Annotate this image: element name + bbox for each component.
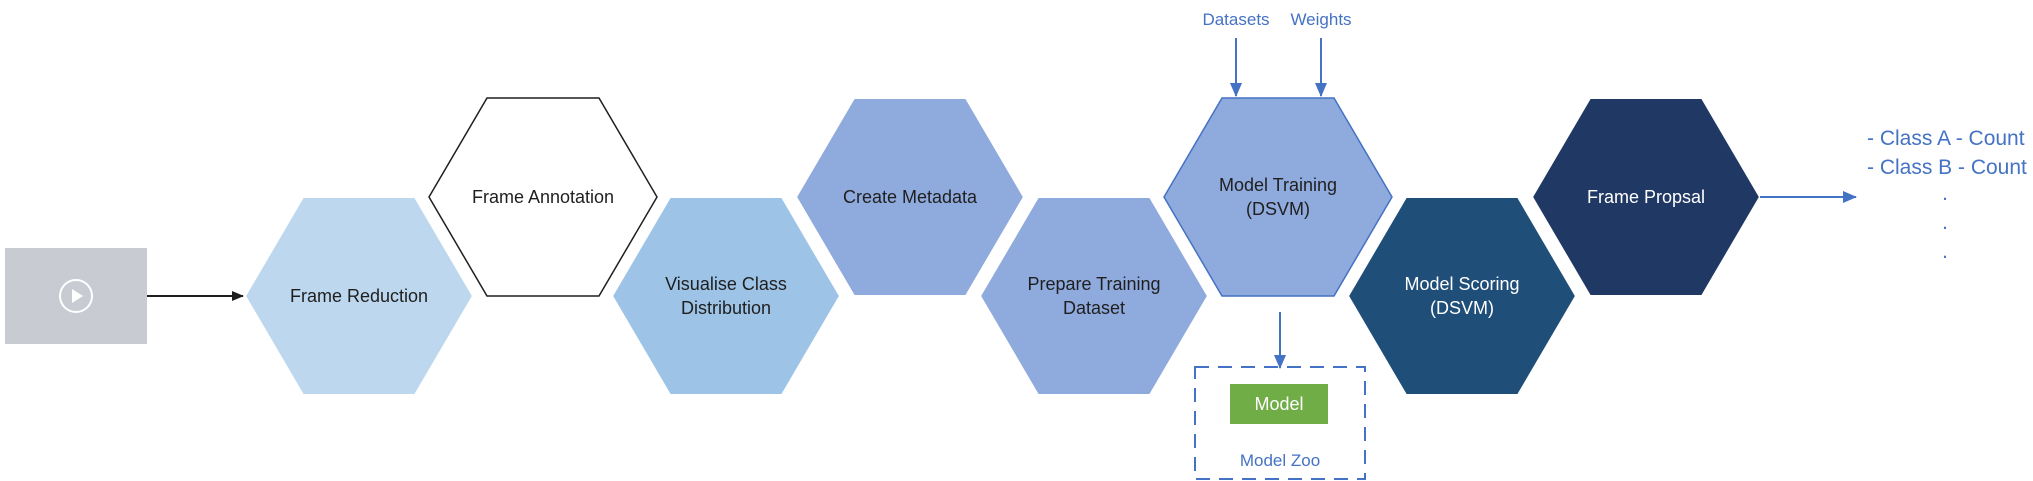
output-dot-2: . [1942, 211, 1948, 234]
model-label: Model [1254, 394, 1303, 414]
model-zoo-label: Model Zoo [1240, 451, 1320, 470]
prepare-training-label-line2: Dataset [1063, 298, 1125, 318]
hex-create-metadata: Create Metadata [794, 97, 1026, 297]
hex-model-scoring: Model Scoring (DSVM) [1346, 196, 1578, 396]
visualise-class-label-line1: Visualise Class [665, 274, 787, 294]
play-icon [59, 279, 93, 313]
output-dot-3: . [1942, 240, 1948, 263]
frame-annotation-label: Frame Annotation [472, 187, 614, 207]
model-training-label-line2: (DSVM) [1246, 199, 1310, 219]
video-input [5, 248, 147, 344]
model-training-label-line1: Model Training [1219, 175, 1337, 195]
hex-visualise-class-distribution: Visualise Class Distribution [610, 196, 842, 396]
prepare-training-label-line1: Prepare Training [1027, 274, 1160, 294]
model-scoring-label-line1: Model Scoring [1404, 274, 1519, 294]
hex-prepare-training-dataset: Prepare Training Dataset [978, 196, 1210, 396]
hex-frame-proposal: Frame Propsal [1530, 97, 1762, 297]
hex-model-training: Model Training (DSVM) [1163, 97, 1393, 297]
weights-label: Weights [1290, 10, 1351, 29]
hex-frame-reduction: Frame Reduction [243, 196, 475, 396]
visualise-class-label-line2: Distribution [681, 298, 771, 318]
hex-frame-annotation: Frame Annotation [428, 97, 658, 297]
output-class-b: - Class B - Count [1867, 156, 2027, 179]
model-scoring-label-line2: (DSVM) [1430, 298, 1494, 318]
model-zoo-box: Model Model Zoo [1194, 366, 1366, 480]
frame-reduction-label: Frame Reduction [290, 286, 428, 306]
datasets-label: Datasets [1202, 10, 1269, 29]
output-class-a: - Class A - Count [1867, 127, 2025, 150]
model-box [1230, 384, 1328, 424]
frame-proposal-label: Frame Propsal [1587, 187, 1705, 207]
output-dot-1: . [1942, 182, 1948, 205]
create-metadata-label: Create Metadata [843, 187, 978, 207]
